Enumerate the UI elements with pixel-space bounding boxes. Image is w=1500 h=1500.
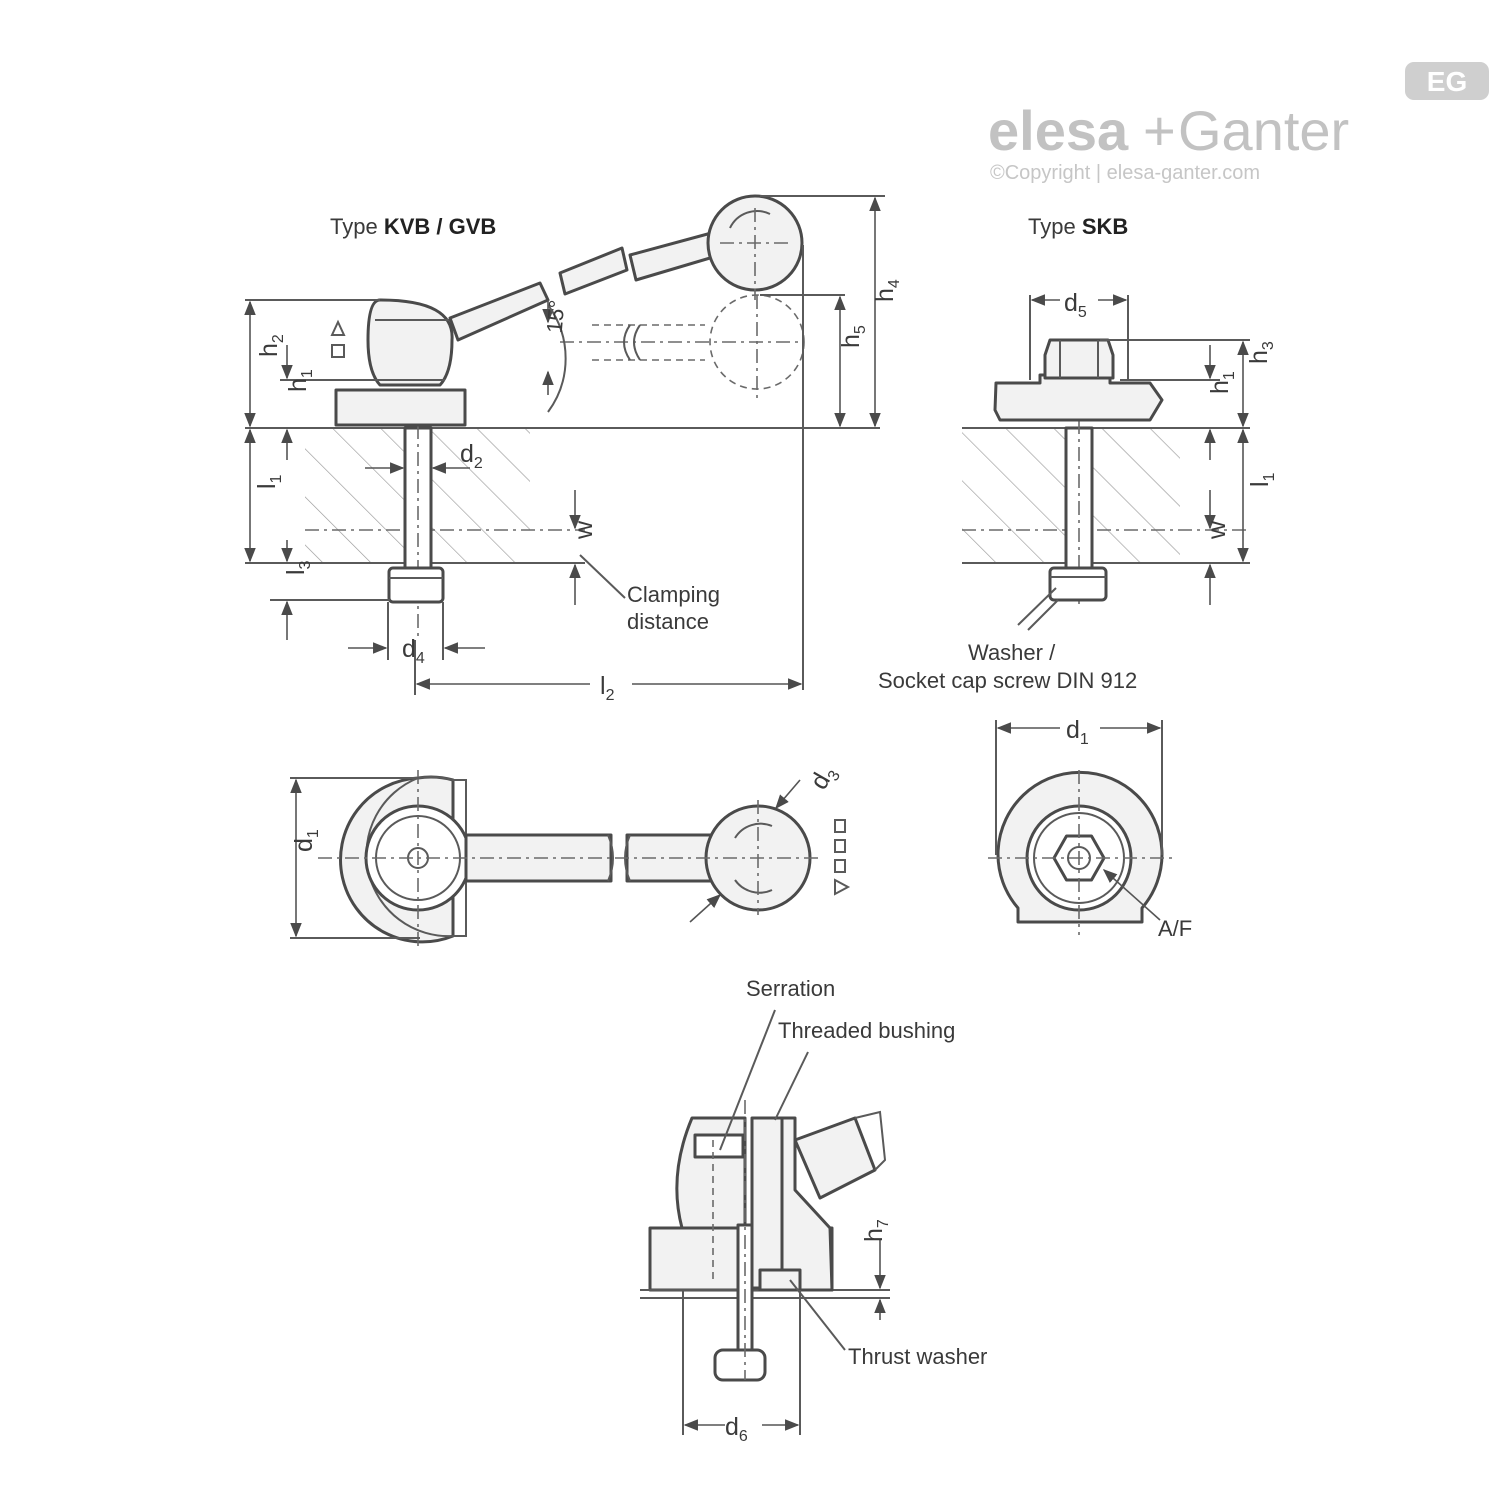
- serration-insert: [693, 1133, 745, 1159]
- title-skb: Type SKB: [1028, 214, 1128, 239]
- skb-hex-head: [1043, 338, 1115, 380]
- lever-base: [334, 388, 467, 427]
- thrust-washer: [758, 1268, 802, 1292]
- dim-h2: h2: [255, 334, 287, 357]
- threaded-bushing: [750, 1116, 784, 1290]
- callout-thrust-washer: Thrust washer: [848, 1344, 987, 1369]
- dim-d5: d5: [1064, 289, 1087, 321]
- callout-serration: Serration: [746, 976, 835, 1001]
- dim-d6: d6: [725, 1413, 748, 1445]
- detail-screw-head: [713, 1348, 767, 1382]
- dim-h3: h3: [1245, 341, 1277, 364]
- view-kvb-top: [290, 770, 851, 950]
- dim-d1-kvb: d1: [290, 829, 322, 852]
- brand-copyright: ©Copyright | elesa-ganter.com: [990, 162, 1260, 184]
- title-kvb-gvb: Type KVB / GVB: [330, 214, 496, 239]
- dim-d2: d2: [460, 440, 483, 472]
- dim-h5: h5: [837, 325, 869, 348]
- callout-clamping-2: distance: [627, 609, 709, 634]
- dim-l1: l1: [253, 474, 285, 489]
- brand-plus: +: [1143, 99, 1176, 162]
- view-kvb-side: [244, 194, 885, 695]
- callout-clamping-1: Clamping: [627, 582, 720, 607]
- dim-h4: h4: [871, 279, 903, 302]
- skb-washer-screw-head: [1048, 566, 1108, 602]
- dim-h7: h7: [860, 1219, 892, 1242]
- eg-badge-text: EG: [1427, 66, 1467, 97]
- brand-logo: EG elesa + Ganter ©Copyright | elesa-gan…: [988, 62, 1489, 184]
- skb-base: [993, 373, 1164, 422]
- view-section-detail: [640, 1009, 890, 1435]
- dim-h1-skb: h1: [1206, 371, 1238, 394]
- dim-l3: l3: [282, 560, 314, 575]
- view-skb-side: [962, 294, 1250, 631]
- dim-w-kvb: w: [570, 520, 598, 540]
- lever-arm-outer: [628, 230, 722, 282]
- dim-d4: d4: [402, 635, 425, 667]
- detail-arm-section: [793, 1116, 877, 1200]
- dim-h1: h1: [284, 369, 316, 392]
- lever-arm-inner: [448, 281, 550, 342]
- lever-arm-middle: [558, 246, 629, 296]
- callout-threaded-bushing: Threaded bushing: [778, 1018, 955, 1043]
- callout-af: A/F: [1158, 916, 1192, 941]
- view-skb-top: [988, 720, 1175, 935]
- hex-nut: [387, 566, 445, 604]
- callout-washer-2: Socket cap screw DIN 912: [878, 668, 1137, 693]
- dim-w-skb: w: [1203, 520, 1231, 540]
- lever-hub: [366, 298, 454, 387]
- callout-washer-1: Washer /: [968, 640, 1056, 665]
- dim-l1-skb: l1: [1246, 472, 1278, 487]
- dim-l2: l2: [600, 672, 615, 704]
- angle-label: 15°: [542, 299, 570, 334]
- dim-d1-skb: d1: [1066, 716, 1089, 748]
- brand-name-elesa: elesa: [988, 99, 1129, 162]
- brand-name-ganter: Ganter: [1178, 99, 1349, 162]
- dim-d3: d3: [805, 760, 844, 796]
- eg-badge: [1405, 62, 1489, 100]
